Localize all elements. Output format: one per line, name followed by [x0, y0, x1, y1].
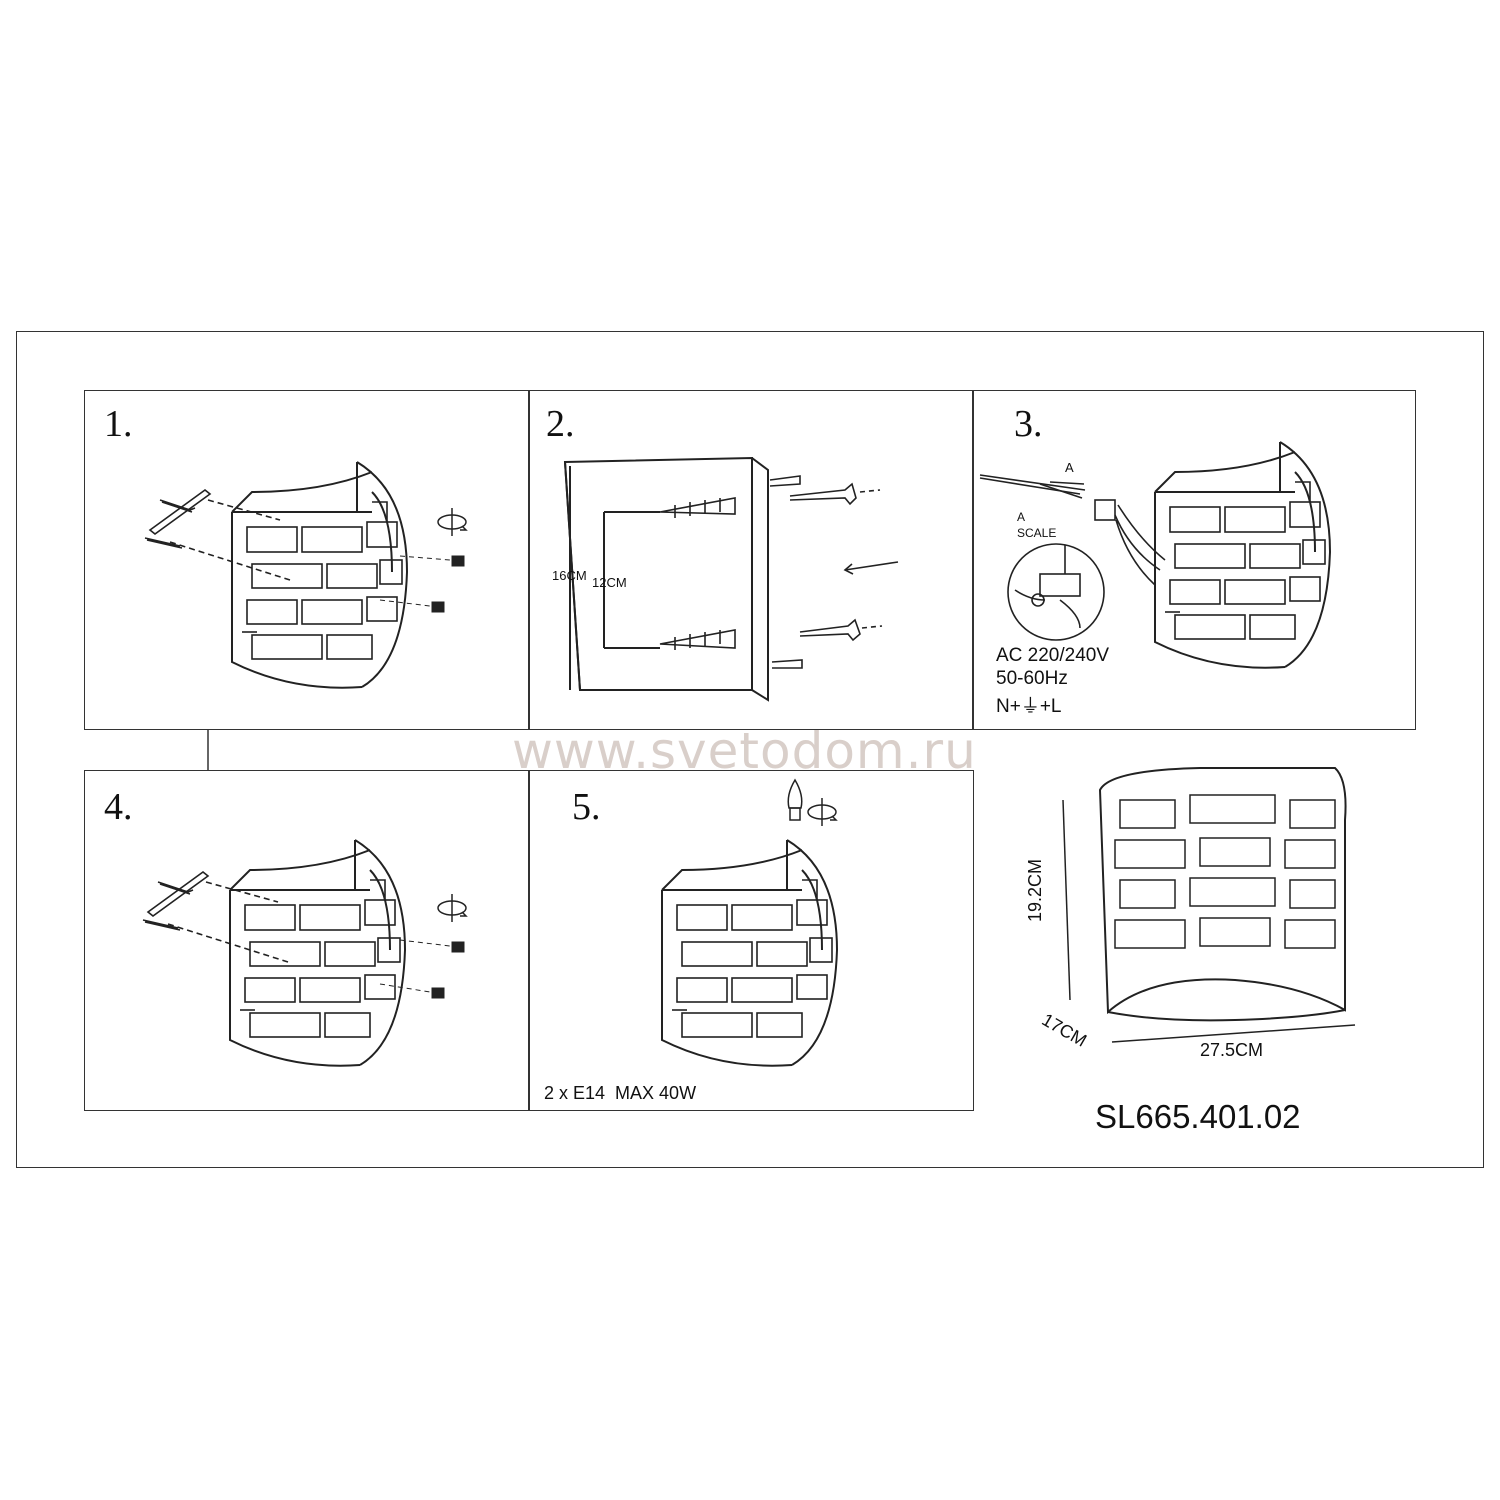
step-4-nuts: [379, 939, 465, 999]
step-2-dim-inner: 12CM: [592, 575, 627, 590]
step-3-supply-wires: [979, 474, 1166, 586]
step-5-panel: [528, 770, 974, 1111]
step-3-power-line-2: 50-60Hz: [996, 668, 1068, 689]
step-2-screws: [769, 475, 883, 669]
step-1-panel: [84, 390, 530, 730]
site-watermark: www.svetodom.ru: [512, 722, 977, 780]
dimension-width: 27.5CM: [1200, 1040, 1264, 1060]
step-2-wall-bracket: [563, 456, 769, 702]
step-4-mounting-bracket: [142, 871, 289, 963]
step-2-arrow-icon: [843, 561, 899, 575]
step-5-lamp: [661, 839, 838, 1067]
step-4-rotate-icon: [437, 893, 467, 923]
step-5-bulb-icon: [787, 778, 803, 821]
dimension-lamp-view: [1062, 767, 1356, 1043]
step-1-nuts: [379, 555, 465, 613]
step-4-number: 4.: [104, 786, 133, 828]
step-5-bulb-spec: 2 x E14 MAX 40W: [544, 1083, 697, 1103]
step-3-panel: [972, 390, 1416, 730]
step-1-number: 1.: [104, 403, 133, 445]
step-3-power-line-3: N+⏚+L: [996, 696, 1062, 717]
step-4-lamp: [229, 839, 406, 1067]
step-1-mounting-bracket: [144, 489, 291, 581]
step-2-panel: [528, 390, 974, 730]
step-1-lamp: [231, 461, 408, 689]
step-4-panel: [84, 770, 530, 1111]
step-3-terminal-inset: [1007, 543, 1105, 641]
step-5-rotate-icon: [807, 797, 837, 827]
step-2-wall-anchors: [659, 497, 736, 650]
step-3-number: 3.: [1014, 403, 1043, 445]
dimension-height: 19.2CM: [1025, 858, 1046, 923]
step-2-number: 2.: [546, 403, 575, 445]
step-3-lamp: [1154, 441, 1331, 669]
model-number: SL665.401.02: [1095, 1098, 1301, 1135]
step-2-dim-outer: 16CM: [552, 568, 587, 583]
step-3-power-line-1: AC 220/240V: [996, 645, 1110, 666]
step-1-rotate-icon: [437, 507, 467, 537]
step-3-wire-label: A: [1065, 460, 1074, 475]
instruction-sheet-frame: [16, 331, 1484, 1168]
step-5-number: 5.: [572, 786, 601, 828]
step-3-inset-label-a: A: [1017, 510, 1026, 524]
step-3-inset-label-scale: SCALE: [1017, 526, 1057, 540]
